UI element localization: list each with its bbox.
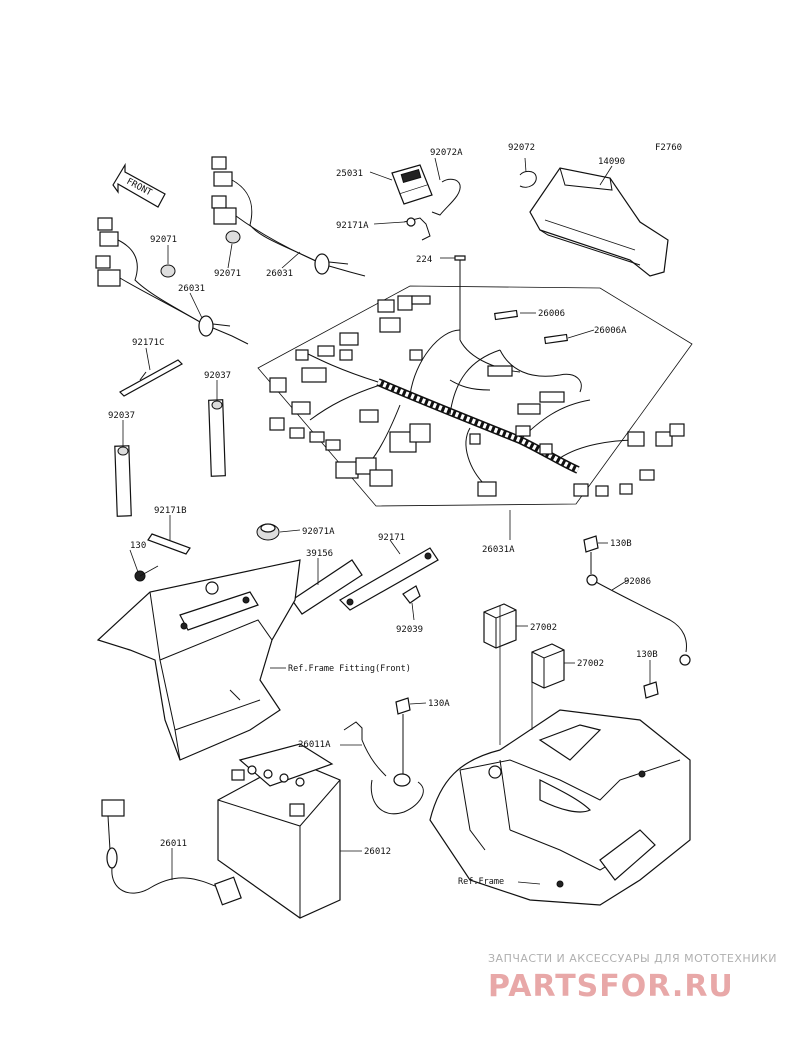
label-26031-b: 26031	[178, 284, 205, 294]
front-arrow-icon: FRONT	[112, 162, 166, 208]
sub-harness-upper	[211, 156, 366, 277]
label-92086: 92086	[624, 577, 651, 587]
ref-frame: Ref.Frame	[458, 877, 504, 887]
label-92071A: 92071A	[302, 527, 335, 537]
grommet-icon	[160, 264, 176, 278]
bolt-130	[134, 565, 159, 582]
bolt-130B-a	[583, 535, 599, 574]
clamp-92171C	[119, 359, 183, 397]
clamp-92171B	[147, 533, 191, 555]
leader-lines	[122, 157, 651, 885]
label-92037-b: 92037	[108, 411, 135, 421]
pad-39156	[291, 559, 363, 615]
watermark-tagline: ЗАПЧАСТИ И АКСЕССУАРЫ ДЛЯ МОТОТЕХНИКИ	[488, 952, 777, 965]
bracket-92171	[339, 547, 439, 611]
tape-92037-b	[114, 445, 132, 517]
label-92171C: 92171C	[132, 338, 165, 348]
cable-26011	[101, 799, 242, 906]
band-92072A	[431, 178, 461, 216]
label-25031: 25031	[336, 169, 363, 179]
bolt-130A	[395, 697, 411, 780]
tape-92037-a	[208, 399, 226, 477]
label-26011: 26011	[160, 839, 187, 849]
relay-27002-b	[531, 643, 565, 689]
label-14090: 14090	[598, 157, 625, 167]
label-92072: 92072	[508, 143, 535, 153]
label-26011A: 26011A	[298, 740, 331, 750]
label-130A: 130A	[428, 699, 450, 709]
label-26031A: 26031A	[482, 545, 515, 555]
label-92039: 92039	[396, 625, 423, 635]
label-224: 224	[416, 255, 432, 265]
diagram-code: F2760	[655, 143, 682, 153]
label-26006: 26006	[538, 309, 565, 319]
cable-92086	[586, 574, 691, 666]
label-27002-a: 27002	[530, 623, 557, 633]
label-92171: 92171	[378, 533, 405, 543]
label-92171B: 92171B	[154, 506, 187, 516]
label-26031-a: 26031	[266, 269, 293, 279]
label-130: 130	[130, 541, 146, 551]
main-harness-26031A	[269, 295, 685, 497]
grommet-92071A	[256, 523, 280, 541]
frame-fitting-front	[96, 559, 301, 761]
label-92071-a: 92071	[150, 235, 177, 245]
label-27002-b: 27002	[577, 659, 604, 669]
label-92037-a: 92037	[204, 371, 231, 381]
label-92071-b: 92071	[214, 269, 241, 279]
label-92072A: 92072A	[430, 148, 463, 158]
ref-frame-fitting-front: Ref.Frame Fitting(Front)	[288, 664, 411, 674]
label-39156: 39156	[306, 549, 333, 559]
bolt-130B-b	[643, 681, 659, 699]
watermark-logo: PARTSFOR.RU	[488, 969, 734, 1004]
sub-harness-lower	[95, 217, 249, 345]
label-130B-b: 130B	[636, 650, 658, 660]
relay-25031	[391, 164, 433, 205]
label-26012: 26012	[364, 847, 391, 857]
grommet-icon	[225, 230, 241, 244]
label-26006A: 26006A	[594, 326, 627, 336]
main-harness-box	[257, 285, 693, 507]
clip-92039	[402, 585, 421, 604]
bolt-224	[454, 255, 466, 340]
clamp-92171A	[403, 217, 431, 241]
frame	[429, 709, 691, 906]
label-130B-a: 130B	[610, 539, 632, 549]
cable-26011A	[343, 721, 424, 815]
cover-14090	[529, 167, 669, 277]
battery-26012	[217, 743, 341, 919]
label-92171A: 92171A	[336, 221, 369, 231]
band-92072	[519, 170, 537, 188]
